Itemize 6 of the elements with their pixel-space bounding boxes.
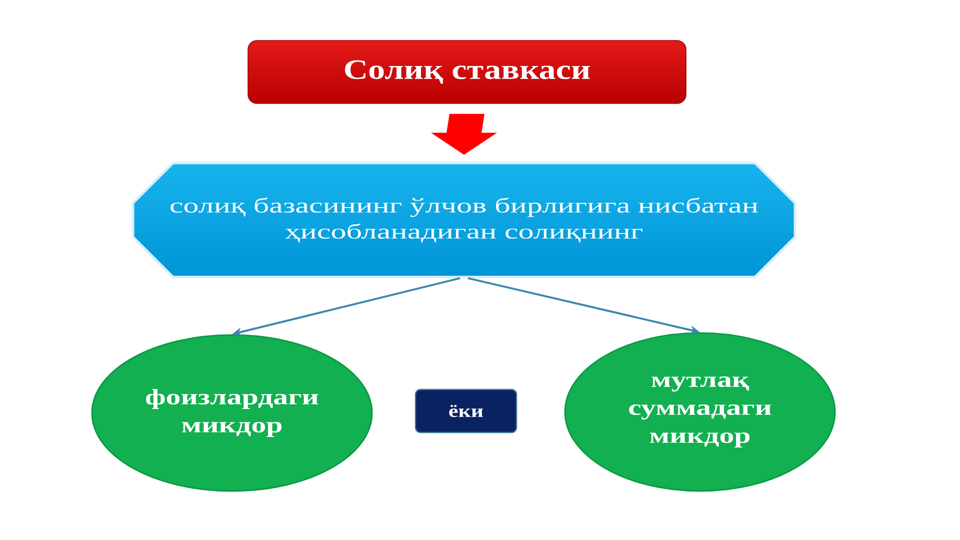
octagon-box: солиқ базасининг ўлчов бирлигига нисбатан ҳисобланадиган солиқнинг xyxy=(132,162,796,278)
block-arrow xyxy=(431,114,497,155)
label-box: ёки xyxy=(414,388,518,434)
ellipse-label: фоизлардаги микдор xyxy=(146,389,318,437)
ellipse-label: мутлақ суммадаги микдор xyxy=(629,376,772,448)
title-box: Солиқ ставкаси xyxy=(248,40,686,104)
